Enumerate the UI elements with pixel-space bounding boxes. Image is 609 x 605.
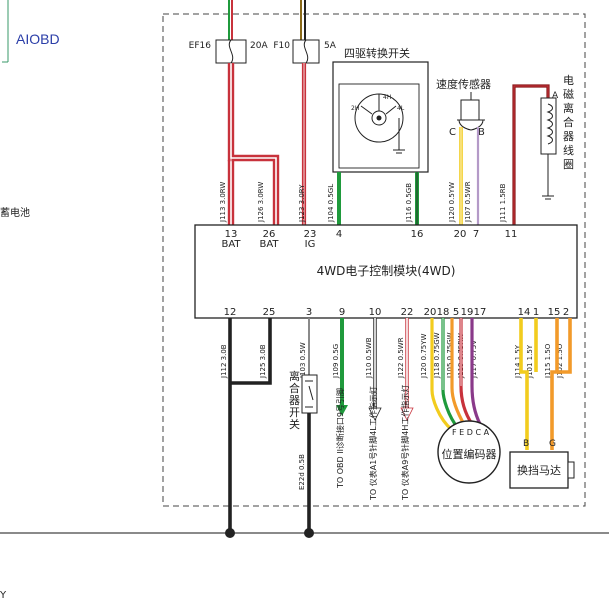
bottom-wire-20: J120 0.75YW [420, 333, 428, 379]
bottom-pin-5: 5 [453, 307, 459, 318]
top-wire-16: J116 0.5GB [405, 183, 413, 223]
position-encoder: F E D C A 位置编码器 [437, 420, 501, 484]
bat-wires-white [230, 63, 277, 225]
top-pin-tag-13: BAT [221, 239, 241, 250]
bottom-pin-25: 25 [263, 307, 276, 318]
shift-motor-label: 换挡马达 [517, 463, 561, 477]
four-wd-switch-label: 四驱转换开关 [344, 46, 410, 60]
top-pin-23: 23 [304, 229, 317, 240]
ground-wires [228, 318, 272, 533]
clutch-coil-pin: A [552, 91, 559, 101]
speed-sensor: 速度传感器 C B [436, 77, 491, 138]
bottom-pin-3: 3 [306, 307, 312, 318]
bat-wires [227, 63, 280, 225]
fuse-f10-rating: 5A [324, 41, 337, 51]
bottom-pin-1: 1 [533, 307, 539, 318]
fuse-ef16-name: EF16 [189, 41, 212, 51]
switch-pos-4l: 4L [397, 105, 405, 112]
dest-4h-indicator: TO 仪表A9号针脚4H工作指示灯 [400, 385, 410, 501]
top-wire-11: J111 1.5RB [499, 183, 507, 223]
speed-sensor-label: 速度传感器 [436, 77, 491, 91]
bottom-wire-1: J101 1.5Y [526, 344, 534, 379]
shift-motor: B G 换挡马达 [509, 439, 575, 489]
speed-pin-c: C [449, 127, 456, 138]
top-pin-13: 13 [225, 229, 238, 240]
aiobd-label: AIOBD [16, 31, 60, 47]
motor-pin-b: B [523, 439, 529, 449]
fuse-ef16-rating: 20A [250, 41, 268, 51]
bottom-pin-9: 9 [339, 307, 345, 318]
motor-wires [519, 318, 572, 450]
bottom-pin-14: 14 [518, 307, 531, 318]
battery-label: 蓄电池 [0, 206, 30, 219]
module-label: 4WD电子控制模块(4WD) [317, 264, 456, 278]
top-wire-26: J126 3.0RW [257, 182, 265, 223]
bottom-wire-15: J115 1.5O [544, 343, 552, 379]
top-pin-20: 20 [454, 229, 467, 240]
bottom-pin-12: 12 [224, 307, 237, 318]
control-module: 4WD电子控制模块(4WD) [194, 224, 578, 319]
speed-wires [459, 127, 480, 225]
top-pin-26: 26 [263, 229, 276, 240]
bottom-pin-2: 2 [563, 307, 569, 318]
switch-wires [337, 172, 419, 225]
bottom-wire-17: J117 0.75V [470, 340, 478, 379]
wire-pin9 [336, 318, 348, 416]
top-wire-4: J104 0.5GL [327, 184, 335, 223]
bottom-wire-12: J112 3.0B [220, 344, 228, 379]
extra-wire-label: E22d 0.5B [298, 454, 306, 490]
top-pin-tag-23: IG [305, 239, 316, 250]
position-encoder-label: 位置编码器 [442, 447, 497, 461]
clutch-coil: A 电磁离合器线圈 [512, 74, 574, 225]
speed-pin-b: B [478, 127, 485, 138]
bottom-wire-5: J105 0.75GW [446, 332, 454, 379]
bottom-wire-3: J103 0.5W [299, 342, 307, 379]
top-pin-7: 7 [473, 229, 479, 240]
bottom-pin-18: 18 [437, 307, 450, 318]
bottom-wire-18: J118 0.75GW [433, 332, 441, 379]
fuse-f10: F10 5A [273, 0, 337, 64]
top-pin-4: 4 [336, 229, 342, 240]
fuse-ef16: EF16 20A [189, 0, 268, 64]
dest-4l-indicator: TO 仪表A1号针脚4L工作指示灯 [368, 386, 378, 501]
four-wd-switch: 四驱转换开关 4H 2H 4L [332, 46, 429, 173]
clutch-switch: 离合器开关 [289, 318, 318, 538]
top-pin-tag-26: BAT [259, 239, 279, 250]
switch-pos-2h: 2H [351, 105, 359, 112]
bottom-wire-2: J102 1.5O [556, 343, 564, 379]
top-wire-7: J107 0.5WR [464, 181, 472, 223]
bottom-wire-22: J122 0.5WR [397, 337, 405, 379]
fuse-f10-name: F10 [273, 41, 290, 51]
bottom-pin-10: 10 [369, 307, 382, 318]
switch-pos-4h: 4H [383, 94, 391, 101]
top-pin-16: 16 [411, 229, 424, 240]
bottom-wire-10: J110 0.5WB [365, 337, 373, 379]
clutch-coil-label: 电磁离合器线圈 [563, 74, 574, 171]
ground-node-left [225, 528, 235, 538]
wire-pin22 [400, 318, 414, 421]
encoder-pins-label: F E D C A [452, 428, 490, 437]
bottom-wire-25: J125 3.0B [259, 344, 267, 379]
top-wire-23: J123 3.0RY [298, 184, 306, 223]
bottom-pin-17: 17 [474, 307, 487, 318]
bottom-wire-9: J109 0.5G [332, 344, 340, 379]
top-pin-11: 11 [505, 229, 518, 240]
bottom-pin-19: 19 [461, 307, 474, 318]
bottom-pin-15: 15 [548, 307, 561, 318]
top-wire-20: J120 0.5YW [448, 182, 456, 223]
bottom-pin-22: 22 [401, 307, 414, 318]
clutch-switch-label: 离合器开关 [289, 369, 300, 431]
dest-obd: TO OBD II诊断接口9号引脚 [335, 388, 345, 489]
corner-letter: Y [0, 590, 7, 601]
wire-pin10 [368, 318, 382, 421]
harness-boundary [162, 13, 586, 507]
motor-pin-g: G [549, 439, 556, 449]
bottom-pin-20: 20 [424, 307, 437, 318]
top-wire-13: J113 3.0RW [219, 182, 227, 223]
bottom-wire-14: J114 1.5Y [514, 344, 522, 379]
